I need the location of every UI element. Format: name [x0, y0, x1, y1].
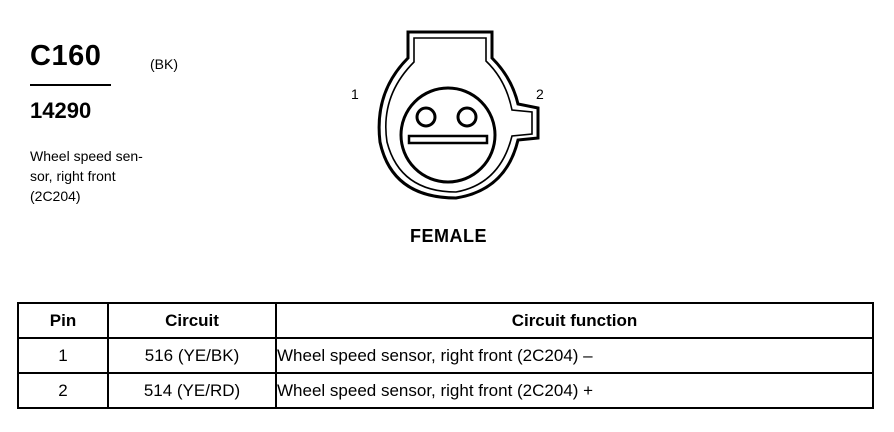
table-header-row: Pin Circuit Circuit function: [17, 302, 874, 339]
pin-1-label: 1: [351, 86, 359, 102]
cell-circuit: 514 (YE/RD): [107, 372, 277, 409]
color-code: (BK): [150, 56, 178, 72]
cell-circuit: 516 (YE/BK): [107, 337, 277, 374]
connector-housing-outer: [377, 30, 540, 200]
keying-slot: [407, 134, 489, 145]
connector-face: [399, 86, 497, 184]
cell-pin: 1: [17, 337, 109, 374]
gender-label: FEMALE: [410, 226, 487, 246]
cell-circuit-function: Wheel speed sensor, right front (2C204) …: [275, 372, 874, 409]
description-text: Wheel speed sen- sor, right front (2C204…: [30, 148, 143, 204]
header-pin: Pin: [17, 302, 109, 339]
header-circuit-function: Circuit function: [275, 302, 874, 339]
table-row: 2 514 (YE/RD) Wheel speed sensor, right …: [17, 372, 874, 409]
pin-2-label: 2: [536, 86, 544, 102]
pin-table: Pin Circuit Circuit function 1 516 (YE/B…: [17, 302, 874, 409]
connector-id-underline: [30, 84, 111, 86]
pin-socket-1: [415, 106, 437, 128]
table-row: 1 516 (YE/BK) Wheel speed sensor, right …: [17, 337, 874, 374]
pin-socket-2: [456, 106, 478, 128]
connector-face-diagram: [377, 30, 540, 200]
cell-pin: 2: [17, 372, 109, 409]
connector-description: Wheel speed sen- sor, right front (2C204…: [30, 146, 180, 206]
connector-id: C160: [30, 40, 102, 72]
cell-circuit-function: Wheel speed sensor, right front (2C204) …: [275, 337, 874, 374]
header-circuit: Circuit: [107, 302, 277, 339]
connector-housing-inner: [385, 37, 533, 193]
part-number: 14290: [30, 98, 92, 123]
